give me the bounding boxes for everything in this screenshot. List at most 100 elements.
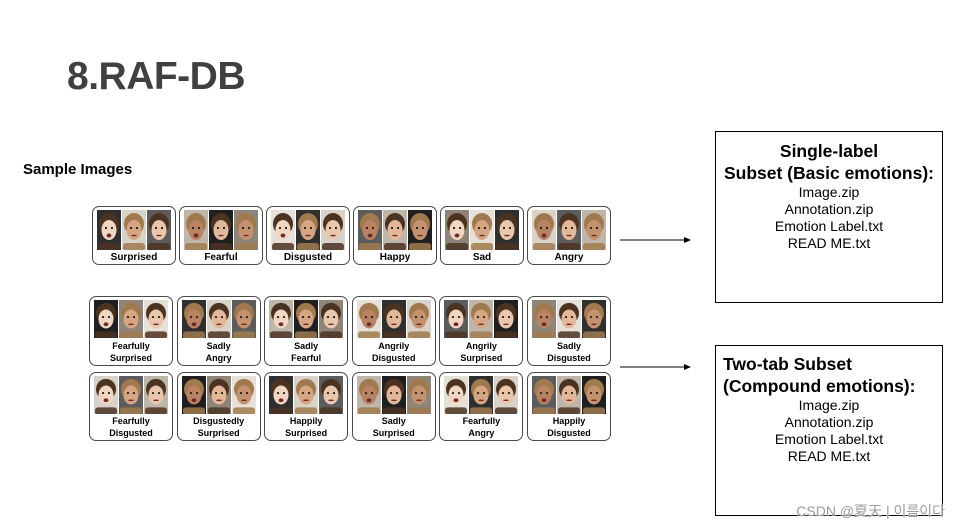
face bbox=[448, 385, 464, 405]
face-photo bbox=[532, 210, 556, 250]
left-eye bbox=[154, 226, 158, 230]
face bbox=[123, 385, 139, 405]
emotion-label-line: Fearful bbox=[291, 352, 322, 363]
face bbox=[411, 385, 427, 405]
left-eye bbox=[126, 316, 130, 319]
mouth bbox=[453, 322, 459, 327]
face-photo bbox=[122, 210, 146, 250]
face-photo bbox=[356, 300, 381, 338]
face-photo bbox=[119, 376, 143, 414]
right-eye bbox=[247, 226, 251, 230]
face-photo bbox=[94, 300, 118, 338]
shoulders bbox=[235, 243, 257, 250]
face bbox=[325, 220, 341, 240]
left-eye bbox=[452, 392, 455, 395]
right-eye bbox=[371, 226, 375, 230]
mouth bbox=[128, 323, 134, 325]
face bbox=[498, 309, 514, 329]
left-eye bbox=[539, 392, 543, 395]
emotion-label-line: Angry bbox=[554, 251, 584, 263]
mouth bbox=[305, 234, 311, 237]
left-eye bbox=[216, 226, 220, 230]
face-photo bbox=[470, 210, 494, 250]
shoulders bbox=[295, 331, 318, 338]
face-photo bbox=[494, 300, 519, 338]
left-eye bbox=[104, 226, 108, 230]
emotion-label-line: Happy bbox=[379, 251, 411, 263]
right-eye bbox=[110, 226, 114, 230]
mouth bbox=[103, 398, 109, 403]
right-eye bbox=[420, 316, 423, 319]
face-photo bbox=[531, 376, 556, 414]
left-eye bbox=[101, 316, 105, 319]
right-eye bbox=[245, 392, 248, 395]
shoulders bbox=[357, 407, 380, 414]
emotion-label-line: Happily bbox=[289, 416, 323, 426]
emotion-label-line: Fearfully bbox=[112, 416, 150, 426]
emotion-group: Disgusted bbox=[266, 206, 350, 265]
face-photo bbox=[383, 210, 407, 250]
face-photo bbox=[408, 210, 432, 250]
face bbox=[298, 309, 314, 329]
face bbox=[273, 309, 289, 329]
left-eye bbox=[129, 226, 133, 230]
right-eye bbox=[284, 226, 288, 230]
left-eye bbox=[364, 392, 367, 395]
mouth bbox=[392, 234, 398, 237]
emotion-label: Fearful bbox=[184, 250, 258, 264]
shoulders bbox=[382, 407, 405, 414]
left-eye bbox=[364, 316, 367, 319]
shoulders bbox=[384, 243, 406, 250]
left-eye bbox=[502, 316, 505, 319]
face bbox=[148, 309, 164, 329]
mouth bbox=[240, 399, 247, 401]
face bbox=[236, 309, 252, 329]
left-eye bbox=[126, 392, 130, 395]
left-eye bbox=[365, 226, 369, 230]
face bbox=[536, 220, 552, 240]
emotion-label-line: Disgustedly bbox=[193, 416, 245, 426]
shoulders bbox=[270, 331, 293, 338]
left-eye bbox=[101, 392, 105, 395]
face bbox=[449, 220, 465, 240]
sample-photos bbox=[184, 210, 258, 250]
right-eye bbox=[570, 226, 574, 230]
shoulders bbox=[232, 407, 255, 414]
emotion-label-line: Sad bbox=[472, 251, 492, 263]
face bbox=[473, 385, 489, 405]
right-eye bbox=[420, 392, 423, 395]
left-eye bbox=[151, 392, 155, 395]
face-photo bbox=[269, 300, 294, 338]
emotion-group: Fearful bbox=[179, 206, 263, 265]
sample-images-label: Sample Images bbox=[23, 161, 133, 178]
left-eye bbox=[239, 392, 242, 395]
emotion-group: Angry bbox=[527, 206, 611, 265]
mouth bbox=[478, 323, 485, 325]
mouth bbox=[218, 234, 224, 237]
mouth bbox=[103, 322, 109, 327]
face bbox=[561, 309, 577, 329]
emotion-label-line: Angrily bbox=[378, 340, 410, 351]
mouth bbox=[566, 234, 572, 237]
face bbox=[211, 309, 227, 329]
emotion-label-line: Happily bbox=[552, 416, 586, 426]
face-photo bbox=[319, 376, 344, 414]
left-eye bbox=[302, 392, 305, 395]
right-eye bbox=[483, 316, 486, 319]
emotion-label-line: Sadly bbox=[381, 416, 406, 426]
right-eye bbox=[107, 392, 111, 395]
box-heading-line: Subset (Basic emotions): bbox=[723, 163, 935, 183]
face-photo bbox=[234, 210, 258, 250]
face bbox=[148, 385, 164, 405]
face-photo bbox=[231, 376, 256, 414]
shoulders bbox=[98, 243, 120, 250]
face-photo bbox=[94, 376, 118, 414]
